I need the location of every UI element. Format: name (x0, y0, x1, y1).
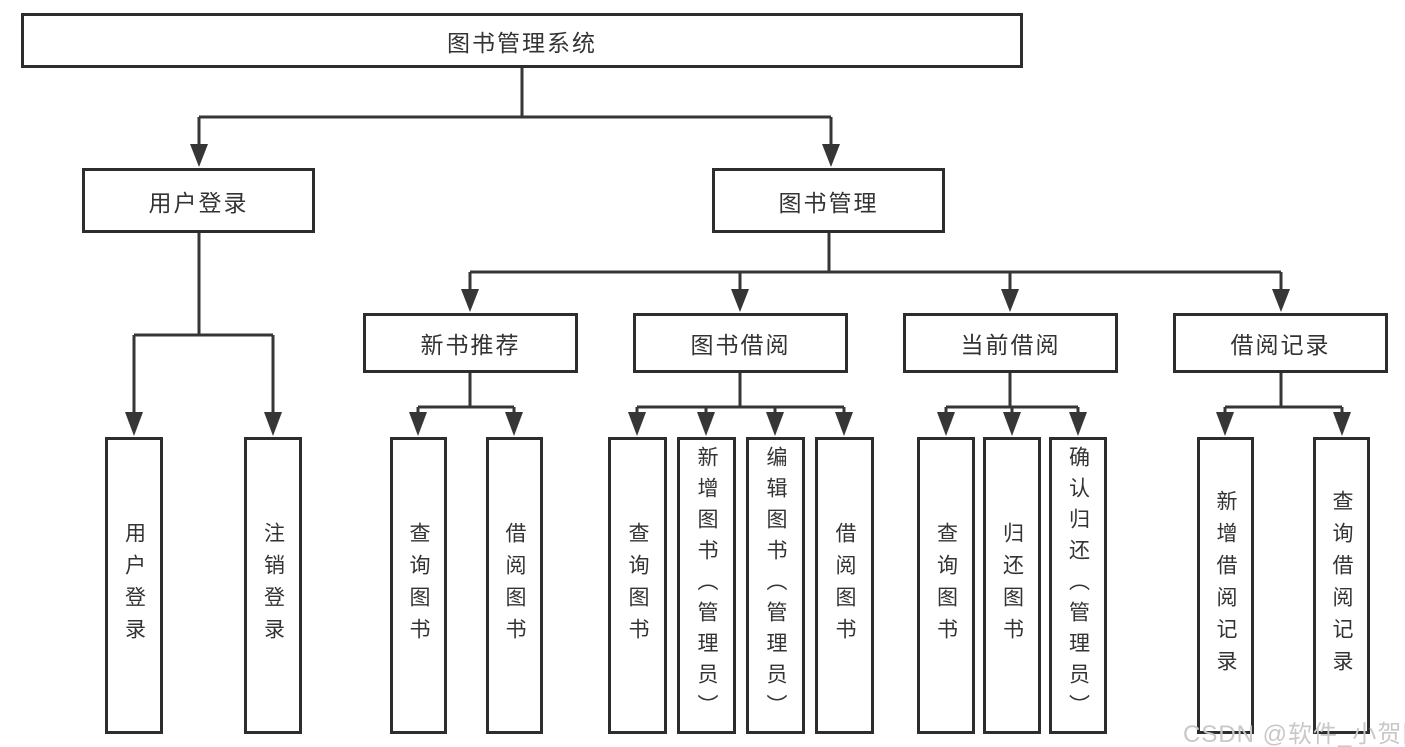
leaf-borrow-edit-books-admin: 编辑图书（管理员） (746, 437, 805, 734)
leaf-current-query-books: 查询图书 (917, 437, 975, 734)
node-label: 图书管理 (778, 189, 879, 216)
connector-root-branch (190, 68, 840, 167)
node-borrow-records: 借阅记录 (1173, 313, 1388, 373)
leaf-records-query-record: 查询借阅记录 (1313, 437, 1370, 734)
leaf-borrow-query-books: 查询图书 (608, 437, 667, 734)
node-label: 新增借阅记录 (1214, 489, 1237, 682)
connector-book-management-branch (461, 233, 1290, 312)
node-label: 新增图书（管理员） (695, 446, 718, 725)
node-label: 归还图书 (1000, 521, 1024, 650)
leaf-borrow-borrow-books: 借阅图书 (815, 437, 874, 734)
arrow-down (264, 412, 282, 436)
arrow-down (190, 144, 208, 167)
node-label: 图书管理系统 (447, 29, 597, 56)
node-label: 图书借阅 (690, 332, 791, 358)
node-label: 查询图书 (626, 521, 649, 650)
node-label: 当前借阅 (960, 332, 1061, 358)
leaf-logout: 注销登录 (244, 437, 302, 734)
leaf-user-login: 用户登录 (105, 437, 163, 734)
node-label: 确认归还（管理员） (1066, 446, 1090, 725)
arrow-down (125, 412, 143, 436)
node-label: 用户登录 (122, 521, 146, 650)
arrow-down (461, 289, 479, 312)
arrow-down (1003, 412, 1021, 436)
arrow-down (1069, 412, 1087, 436)
node-root: 图书管理系统 (21, 13, 1023, 68)
leaf-current-confirm-return-admin: 确认归还（管理员） (1049, 437, 1107, 734)
node-current-borrow: 当前借阅 (903, 313, 1118, 373)
node-label: 借阅图书 (833, 521, 856, 650)
node-new-book-recommend: 新书推荐 (363, 313, 578, 373)
leaf-borrow-add-books-admin: 新增图书（管理员） (677, 437, 736, 734)
node-label: 新书推荐 (420, 332, 521, 358)
arrow-down (766, 412, 784, 436)
arrow-down (628, 412, 646, 436)
leaf-current-return-books: 归还图书 (983, 437, 1041, 734)
connector-borrow-records-branch (1216, 373, 1351, 436)
arrow-down (1001, 289, 1019, 312)
node-label: 注销登录 (261, 521, 285, 650)
node-label: 查询图书 (934, 521, 958, 650)
connector-new-book-branch (409, 373, 523, 436)
node-book-borrow: 图书借阅 (633, 313, 848, 373)
node-label: 查询图书 (407, 521, 430, 650)
connector-current-borrow-branch (937, 373, 1087, 436)
arrow-down (409, 412, 427, 436)
watermark: CSDN @软件_小贺同学 (1183, 721, 1405, 747)
arrow-down (1216, 412, 1234, 436)
arrow-down (1333, 412, 1351, 436)
node-label: 借阅记录 (1230, 332, 1331, 358)
arrow-down (731, 289, 749, 312)
arrow-down (1272, 289, 1290, 312)
node-label: 借阅图书 (503, 521, 526, 650)
arrow-down (697, 412, 715, 436)
leaf-newbook-query-books: 查询图书 (390, 437, 447, 734)
arrow-down (505, 412, 523, 436)
connector-book-borrow-branch (628, 373, 853, 436)
connector-user-login-branch (125, 233, 282, 436)
arrow-down (937, 412, 955, 436)
arrow-down (822, 144, 840, 167)
node-user-login-group: 用户登录 (82, 168, 315, 233)
node-book-management: 图书管理 (712, 168, 945, 233)
node-label: 用户登录 (148, 189, 249, 216)
arrow-down (835, 412, 853, 436)
node-label: 查询借阅记录 (1330, 489, 1353, 682)
node-label: 编辑图书（管理员） (764, 446, 787, 725)
leaf-records-add-record: 新增借阅记录 (1197, 437, 1254, 734)
leaf-newbook-borrow-books: 借阅图书 (486, 437, 543, 734)
